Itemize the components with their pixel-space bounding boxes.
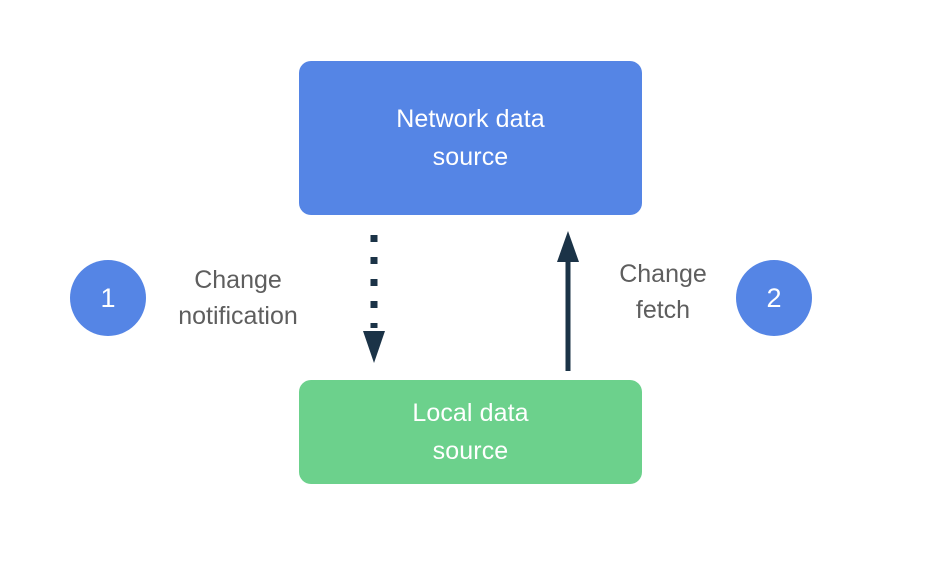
step-badge-1-number: 1	[100, 282, 116, 313]
step-badge-2-number: 2	[766, 282, 782, 313]
node-local-data-source-label: Local data source	[412, 399, 529, 465]
arrow-change-notification-dotted-down-icon	[363, 235, 385, 363]
step-badge-2: 2	[736, 260, 812, 336]
node-network-data-source-label: Network data source	[396, 105, 545, 171]
edge-label-change-fetch: Change fetch	[619, 260, 707, 324]
step-badge-1: 1	[70, 260, 146, 336]
edge-label-change-notification: Change notification	[178, 266, 298, 330]
node-local-data-source[interactable]: Local data source	[299, 380, 642, 484]
node-network-data-source[interactable]: Network data source	[299, 61, 642, 215]
arrow-change-fetch-solid-up-icon	[557, 231, 579, 371]
